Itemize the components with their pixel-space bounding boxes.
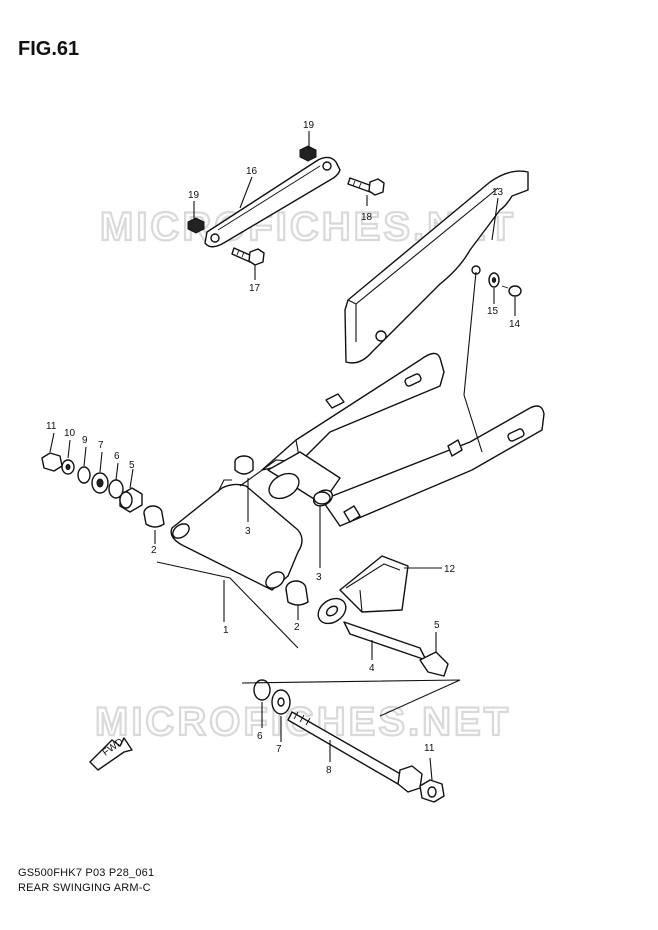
callout-3: 3 xyxy=(316,572,322,583)
chain-buffer-part-12[interactable] xyxy=(339,555,409,613)
callout-19: 19 xyxy=(303,120,315,131)
seal-part-6-right[interactable] xyxy=(253,679,271,701)
washer-part-15[interactable] xyxy=(488,272,500,288)
callout-19: 19 xyxy=(188,190,200,201)
callout-7: 7 xyxy=(98,440,104,451)
bolt-part-17[interactable] xyxy=(231,247,265,266)
callout-7: 7 xyxy=(276,744,282,755)
figure-title: FIG.61 xyxy=(18,38,80,60)
callout-13: 13 xyxy=(492,187,504,198)
callout-2: 2 xyxy=(151,545,157,556)
callout-2: 2 xyxy=(294,622,300,633)
bolt-part-18[interactable] xyxy=(347,177,385,196)
bushing-part-3-lower[interactable] xyxy=(313,491,331,505)
seal-part-6-left[interactable] xyxy=(108,479,124,499)
callout-16: 16 xyxy=(246,166,258,177)
spacer-part-5-right[interactable] xyxy=(419,651,449,677)
bearing-part-2-right[interactable] xyxy=(285,580,309,606)
screw-part-14[interactable] xyxy=(501,285,522,297)
callout-12: 12 xyxy=(444,564,456,575)
callout-14: 14 xyxy=(509,319,521,330)
figure-code: GS500FHK7 P03 P28_061 xyxy=(18,867,155,879)
callout-8: 8 xyxy=(326,765,332,776)
washer-part-10[interactable] xyxy=(61,459,75,475)
bearing-part-2-left[interactable] xyxy=(143,505,165,528)
callout-6: 6 xyxy=(114,451,120,462)
callout-11: 11 xyxy=(46,421,57,432)
nut-part-19-upper[interactable] xyxy=(299,145,317,162)
figure-name: REAR SWINGING ARM-C xyxy=(18,882,151,894)
sleeve-part-4[interactable] xyxy=(313,593,427,661)
bushing-part-3-upper[interactable] xyxy=(234,455,254,475)
callout-17: 17 xyxy=(249,283,261,294)
chain-case-part-13[interactable] xyxy=(344,170,529,364)
callout-11: 11 xyxy=(424,743,435,754)
callout-9: 9 xyxy=(82,435,88,446)
leader-lines xyxy=(49,131,516,781)
callout-5: 5 xyxy=(434,620,440,631)
nut-part-11-right[interactable] xyxy=(419,779,445,803)
nut-part-11-left[interactable] xyxy=(41,452,63,472)
callout-5: 5 xyxy=(129,460,135,471)
swing-arm-part-1[interactable] xyxy=(170,352,545,591)
washer-part-7-left[interactable] xyxy=(91,472,109,494)
callout-4: 4 xyxy=(369,663,375,674)
callout-10: 10 xyxy=(64,428,76,439)
callout-3: 3 xyxy=(245,526,251,537)
callout-labels: 1 2 2 3 3 4 5 5 6 6 7 7 8 9 10 11 11 12 … xyxy=(46,120,521,776)
callout-1: 1 xyxy=(223,625,229,636)
spacer-part-5-left[interactable] xyxy=(119,487,143,513)
pivot-bolt-part-8[interactable] xyxy=(287,711,423,793)
callout-6: 6 xyxy=(257,731,263,742)
washer-part-9[interactable] xyxy=(77,466,91,484)
callout-15: 15 xyxy=(487,306,499,317)
callout-18: 18 xyxy=(361,212,373,223)
washer-part-7-right[interactable] xyxy=(271,689,291,715)
nut-part-19-lower[interactable] xyxy=(187,217,205,234)
torque-link-part-16[interactable] xyxy=(204,156,341,248)
